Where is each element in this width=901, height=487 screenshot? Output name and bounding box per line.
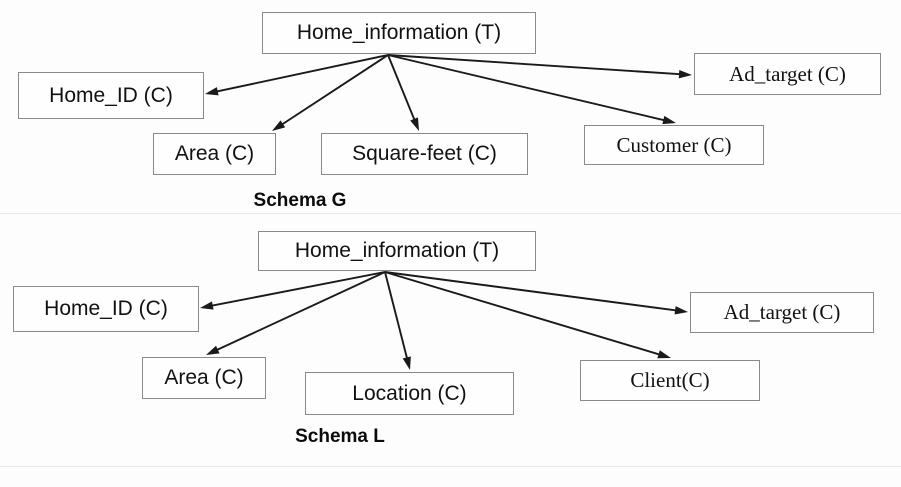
node-label: Home_information (T) [296, 21, 502, 44]
node-label: Square-feet (C) [352, 142, 497, 165]
schema-g-arrow-to-node-square-feet [387, 54, 419, 131]
node-label: Client(C) [630, 368, 710, 392]
hairline-bottom [0, 466, 901, 467]
node-label: Home_information (T) [294, 239, 500, 262]
node-label: Area (C) [164, 366, 244, 389]
schema-l-node-location: Location (C) [305, 372, 514, 415]
node-label: Location (C) [352, 381, 467, 405]
schema-l-arrow-to-node-ad-target [384, 271, 688, 315]
schema-l-node-area: Area (C) [142, 357, 266, 399]
schema-l-arrow-to-node-home-id [200, 271, 386, 310]
node-label: Home_ID (C) [49, 83, 173, 107]
schema-g-node-square-feet: Square-feet (C) [321, 133, 528, 175]
schema-l-node-home-id: Home_ID (C) [13, 286, 199, 332]
node-label: Ad_target (C) [723, 300, 841, 324]
schema-l-node-client: Client(C) [580, 360, 760, 401]
schema-l-arrow-to-node-location [384, 271, 411, 370]
schema-g-root-home-information: Home_information (T) [262, 12, 536, 54]
schema-g-node-area: Area (C) [153, 133, 276, 175]
node-label: Customer (C) [616, 132, 732, 157]
hairline-top [0, 213, 901, 214]
node-label: Home_ID (C) [44, 297, 168, 320]
node-label: Area (C) [174, 142, 255, 165]
schema-l-label: Schema L [295, 426, 385, 447]
schema-g-node-ad-target: Ad_target (C) [694, 53, 881, 95]
schema-g-node-home-id: Home_ID (C) [18, 72, 204, 119]
schema-g-node-customer: Customer (C) [584, 125, 764, 165]
schema-l-arrow-to-node-area [206, 271, 386, 355]
schema-g-arrow-to-node-area [272, 54, 389, 131]
schema-g-label: Schema G [253, 190, 347, 211]
schema-l-root-home-information: Home_information (T) [258, 231, 536, 271]
schema-g-arrow-to-node-ad-target [387, 54, 692, 79]
schema-g-arrow-to-node-home-id [205, 54, 389, 96]
schema-l-node-ad-target: Ad_target (C) [690, 292, 874, 333]
schema-l-arrow-to-node-client [384, 271, 671, 359]
node-label: Ad_target (C) [729, 61, 846, 86]
schema-g-arrow-to-node-customer [387, 54, 676, 125]
